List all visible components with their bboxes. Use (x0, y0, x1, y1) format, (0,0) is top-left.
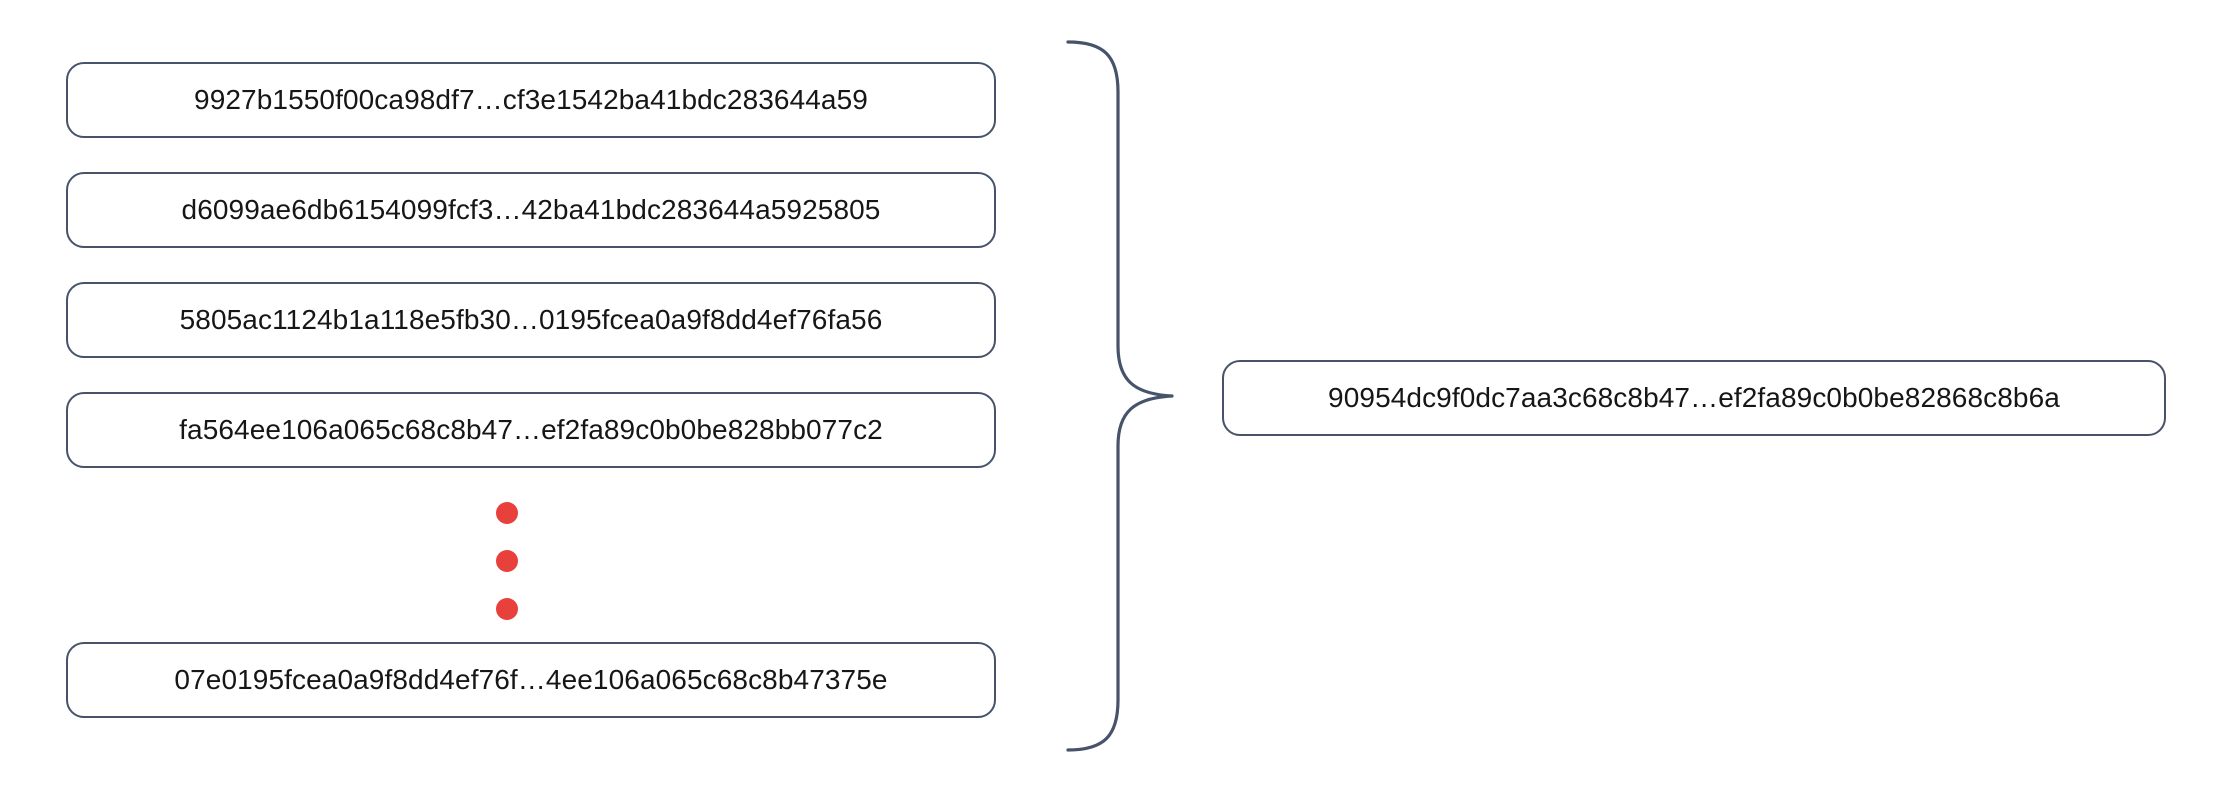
input-hash-box-2[interactable]: d6099ae6db6154099fcf3…42ba41bdc283644a59… (66, 172, 996, 248)
vertical-ellipsis-icon (496, 502, 520, 626)
hash-text: 07e0195fcea0a9f8dd4ef76f…4ee106a065c68c8… (174, 664, 888, 695)
ellipsis-dot-icon (496, 550, 518, 572)
hash-text: 90954dc9f0dc7aa3c68c8b47…ef2fa89c0b0be82… (1328, 382, 2060, 413)
hash-text: fa564ee106a065c68c8b47…ef2fa89c0b0be828b… (179, 414, 883, 445)
ellipsis-dot-icon (496, 598, 518, 620)
input-hash-box-4[interactable]: fa564ee106a065c68c8b47…ef2fa89c0b0be828b… (66, 392, 996, 468)
curly-brace-icon (1050, 24, 1200, 768)
input-hash-box-3[interactable]: 5805ac1124b1a118e5fb30…0195fcea0a9f8dd4e… (66, 282, 996, 358)
input-hash-box-5[interactable]: 07e0195fcea0a9f8dd4ef76f…4ee106a065c68c8… (66, 642, 996, 718)
hash-text: 9927b1550f00ca98df7…cf3e1542ba41bdc28364… (194, 84, 868, 115)
hash-text: 5805ac1124b1a118e5fb30…0195fcea0a9f8dd4e… (179, 304, 883, 335)
result-hash-box[interactable]: 90954dc9f0dc7aa3c68c8b47…ef2fa89c0b0be82… (1222, 360, 2166, 436)
ellipsis-dot-icon (496, 502, 518, 524)
hash-text: d6099ae6db6154099fcf3…42ba41bdc283644a59… (181, 194, 881, 225)
input-hash-box-1[interactable]: 9927b1550f00ca98df7…cf3e1542ba41bdc28364… (66, 62, 996, 138)
